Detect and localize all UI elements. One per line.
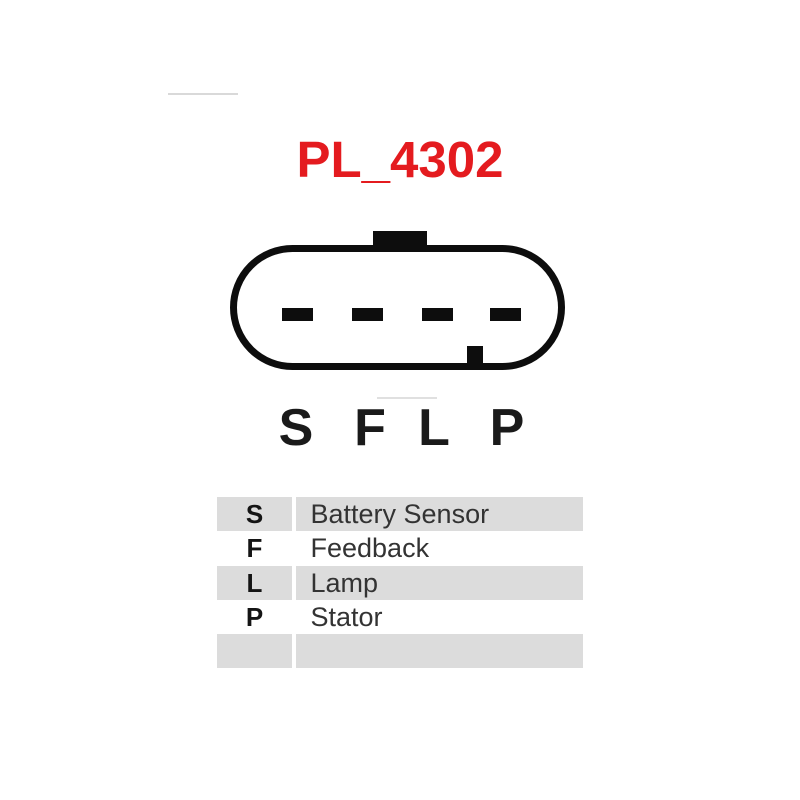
pin-cell: L: [217, 565, 292, 600]
pin-slot-3: [422, 308, 453, 321]
description-cell: Battery Sensor: [295, 497, 583, 532]
pin-slot-1: [282, 308, 313, 321]
pin-cell: [217, 634, 292, 669]
pin-slot-2: [352, 308, 383, 321]
description-cell: Lamp: [295, 565, 583, 600]
pin-label-p: P: [489, 399, 525, 457]
table-row: L Lamp: [217, 565, 583, 600]
column-gap: [292, 634, 296, 669]
connector-keying-notch: [467, 346, 483, 366]
connector-outline: [230, 245, 565, 370]
description-cell: Feedback: [310, 533, 430, 564]
pin-slot-4: [490, 308, 521, 321]
pin-cell: F: [246, 533, 263, 564]
pin-label-f: F: [354, 399, 386, 457]
watermark-remnant-line: [377, 397, 437, 399]
watermark-remnant-line: [168, 93, 238, 95]
description-cell: [295, 634, 583, 669]
column-gap: [292, 497, 296, 532]
pin-label-l: L: [418, 399, 450, 457]
table-row: F Feedback: [217, 531, 583, 566]
table-row: [217, 634, 583, 669]
pin-cell: S: [217, 497, 292, 532]
description-cell: Stator: [310, 601, 383, 632]
column-gap: [292, 565, 296, 600]
column-gap: [292, 531, 296, 566]
pin-function-table: S Battery Sensor F Feedback L Lamp P Sta…: [217, 497, 583, 669]
pin-label-s: S: [278, 399, 314, 457]
column-gap: [292, 599, 296, 635]
page-title: PL_4302: [296, 131, 504, 188]
pin-cell: P: [245, 601, 264, 632]
table-row: P Stator: [217, 599, 583, 635]
table-row: S Battery Sensor: [217, 497, 583, 532]
connector-top-tab: [373, 231, 427, 249]
